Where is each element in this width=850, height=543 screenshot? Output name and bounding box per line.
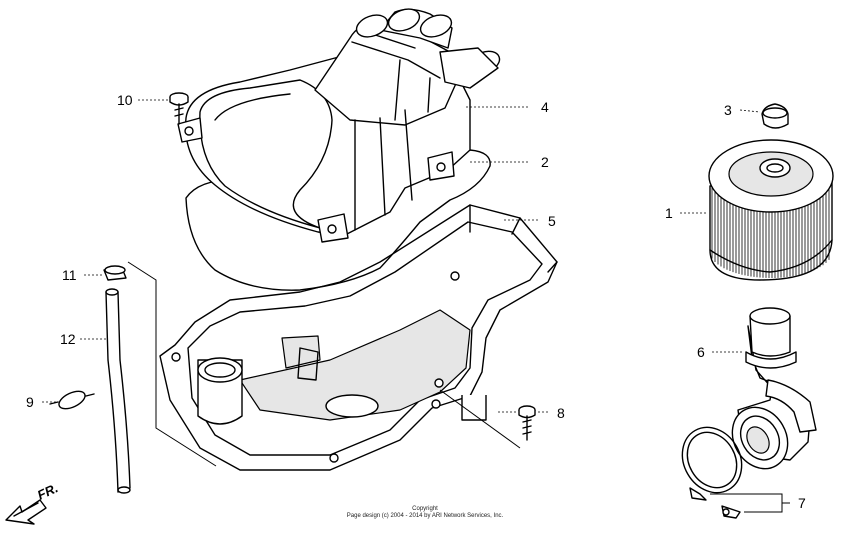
- callout-1: 1: [665, 205, 673, 221]
- drain-tube: [105, 288, 131, 494]
- callout-12: 12: [60, 331, 76, 347]
- callout-10: 10: [117, 92, 133, 108]
- air-filter-element: [708, 139, 834, 281]
- hose-clamp: [681, 426, 743, 519]
- air-cleaner-case: [159, 204, 558, 471]
- tube-clip: [103, 265, 127, 281]
- callout-3: 3: [724, 102, 732, 118]
- drain-cap: [761, 103, 789, 129]
- screw-10: [169, 92, 189, 125]
- front-direction-arrow: FR.: [5, 480, 60, 525]
- air-cleaner-cover: [177, 8, 501, 243]
- callout-11: 11: [62, 267, 77, 283]
- copyright-line-1: Copyright: [412, 506, 438, 512]
- leader-lines: [42, 99, 790, 513]
- callout-numbers: 4 2 5 3 1 6 7 8 9 10 11 12: [26, 92, 806, 511]
- band-clip: [49, 390, 95, 410]
- callout-2: 2: [541, 154, 549, 170]
- callout-6: 6: [697, 344, 705, 360]
- callout-7: 7: [798, 495, 806, 511]
- callout-9: 9: [26, 394, 34, 410]
- screw-8: [518, 405, 536, 441]
- callout-4: 4: [541, 99, 549, 115]
- callout-5: 5: [548, 213, 556, 229]
- copyright-line-2: Page design (c) 2004 - 2014 by ARI Netwo…: [346, 513, 504, 519]
- intake-tube: [731, 307, 817, 470]
- front-label: FR.: [35, 480, 60, 502]
- callout-8: 8: [557, 405, 565, 421]
